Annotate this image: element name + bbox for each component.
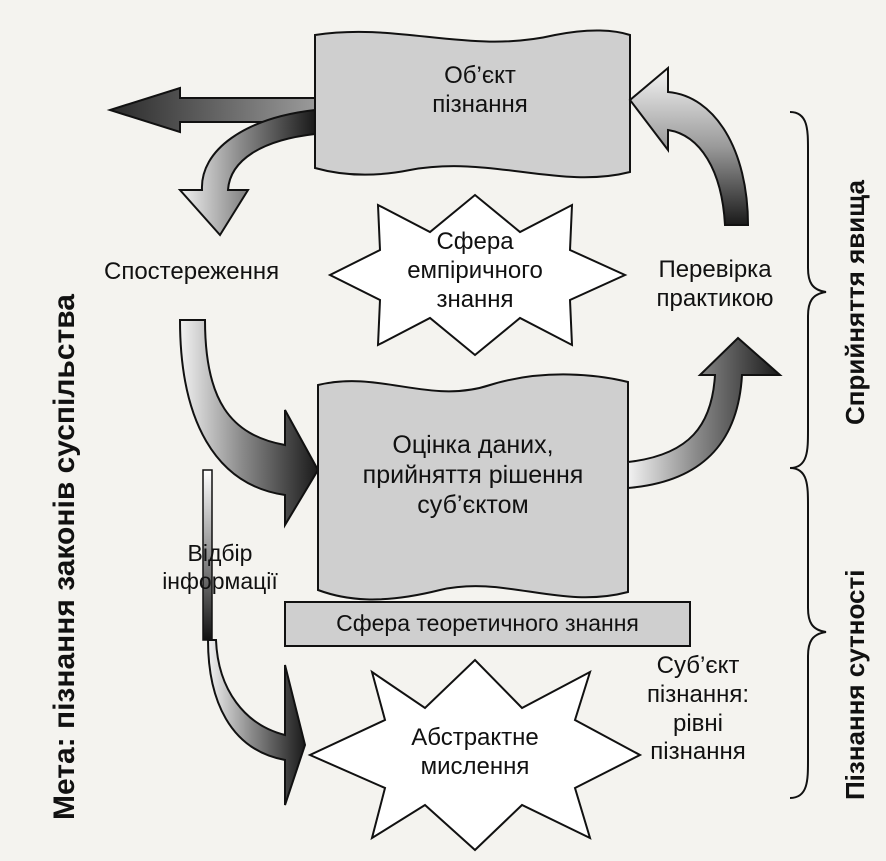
evaluation-label-line1: Оцінка даних, xyxy=(392,431,554,459)
abstract-label-line2: мислення xyxy=(420,752,530,780)
perception-brace xyxy=(789,111,827,469)
object-label-line1: Об’єкт xyxy=(444,62,516,89)
empirical-label-line3: знання xyxy=(436,285,514,313)
empirical-label-line2: емпіричного xyxy=(407,256,543,284)
selection-label-line1: Відбір xyxy=(187,540,253,566)
evaluation-label-line2: прийняття рішення xyxy=(362,461,584,489)
observation-label: Спостереження xyxy=(104,258,280,285)
theoretical-bar xyxy=(284,601,691,647)
perception-vertical-label: Сприйняття явища xyxy=(840,180,870,425)
evaluation-block xyxy=(317,373,629,601)
curve-arrow-up xyxy=(628,65,750,226)
subject-label: Суб’єкт пізнання: рівні пізнання xyxy=(628,652,768,767)
curve-arrow-down-left xyxy=(177,108,316,237)
evaluation-label: Оцінка даних, прийняття рішення суб’єкто… xyxy=(318,430,628,520)
evaluation-label-line3: суб’єктом xyxy=(417,491,529,519)
theoretical-label: Сфера теоретичного знання xyxy=(336,610,639,636)
practice-label-line2: практикою xyxy=(656,284,774,312)
practice-label: Перевірка практикою xyxy=(640,256,790,314)
curve-arrow-up-right xyxy=(627,336,783,490)
empirical-star xyxy=(327,193,628,357)
essence-vertical-label: Пізнання сутності xyxy=(840,569,870,800)
subject-label-line1: Суб’єкт xyxy=(656,652,740,679)
essence-brace xyxy=(789,467,827,799)
goal-vertical-label: Мета: пізнання законів суспільства xyxy=(48,294,81,820)
abstract-label: Абстрактне мислення xyxy=(380,724,570,782)
abstract-label-line1: Абстрактне xyxy=(411,724,539,751)
subject-label-line3: рівні xyxy=(672,709,723,737)
empirical-label: Сфера емпіричного знання xyxy=(375,228,575,314)
selection-label-line2: інформації xyxy=(162,567,278,594)
subject-label-line4: пізнання xyxy=(650,738,746,766)
object-label-line2: пізнання xyxy=(432,90,528,118)
abstract-star xyxy=(307,658,643,852)
object-block xyxy=(314,29,631,179)
subject-label-line2: пізнання: xyxy=(646,680,750,708)
empirical-label-line1: Сфера xyxy=(436,228,514,255)
practice-label-line1: Перевірка xyxy=(658,256,772,283)
object-label: Об’єкт пізнання xyxy=(330,62,630,120)
selection-label: Відбір інформації xyxy=(150,540,290,595)
curve-arrow-down-right xyxy=(178,319,320,529)
curve-arrow-abstract xyxy=(206,639,307,806)
